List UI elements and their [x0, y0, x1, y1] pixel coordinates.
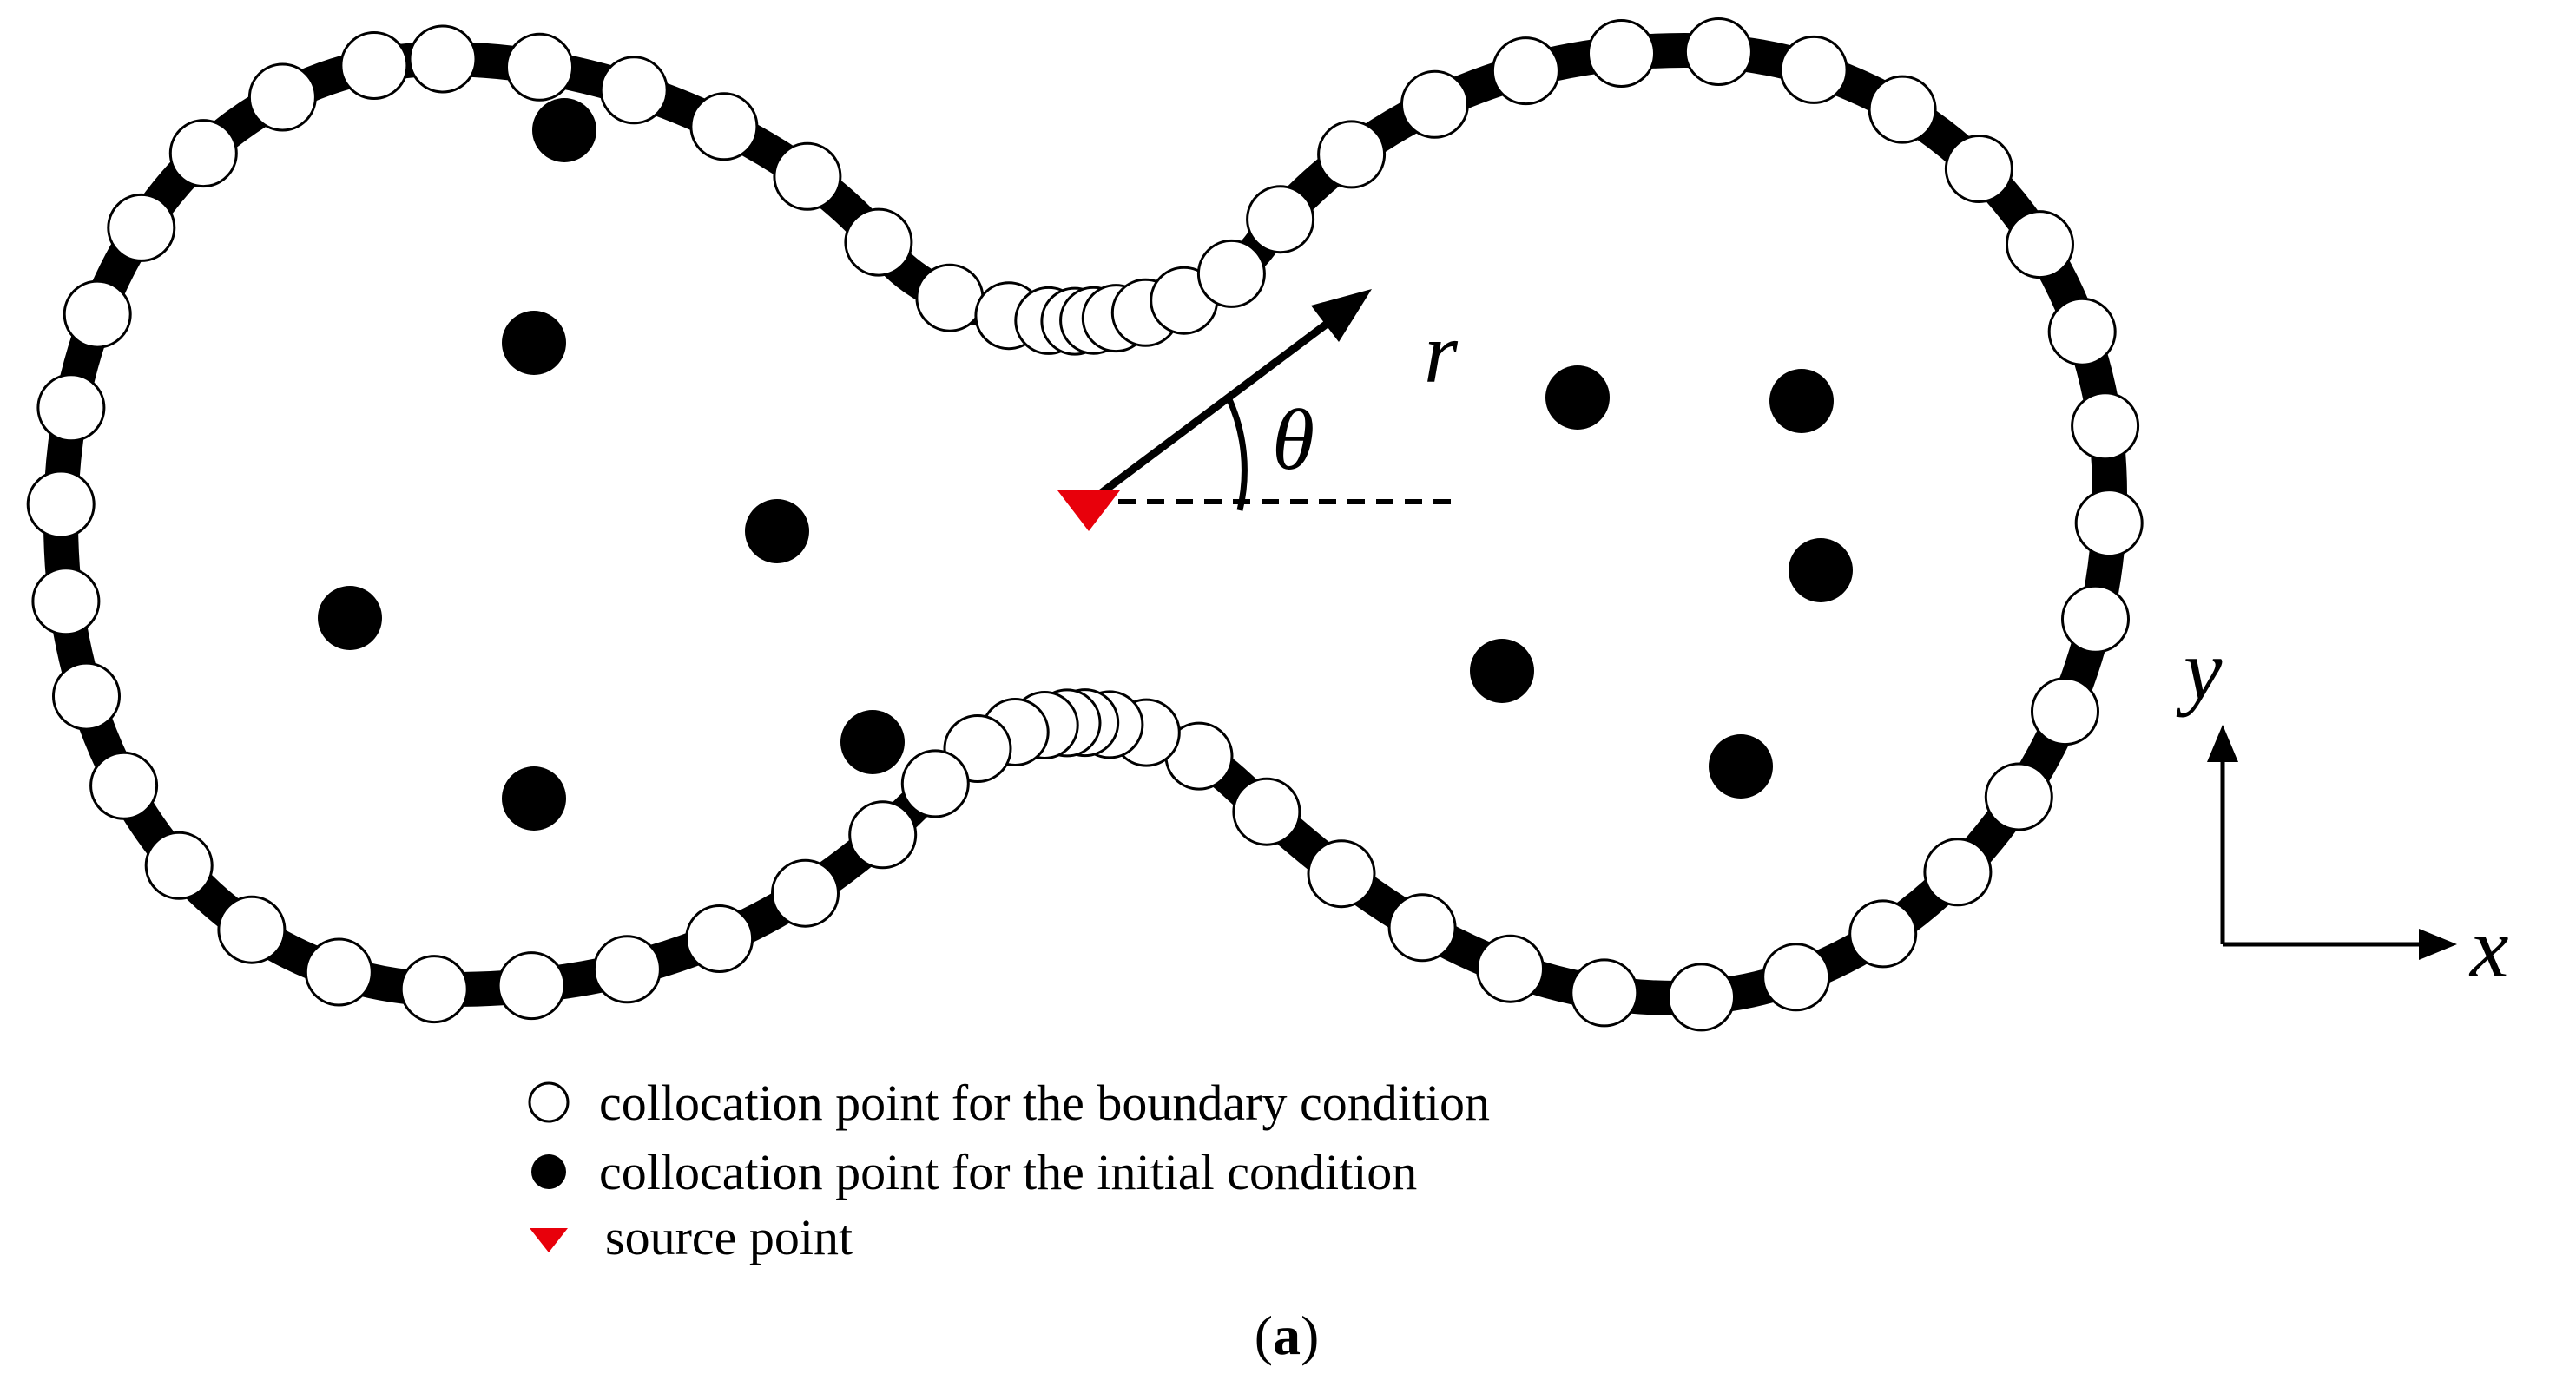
boundary-point	[1762, 943, 1831, 1012]
boundary-point	[2071, 391, 2140, 461]
boundary-point	[2047, 297, 2117, 366]
boundary-point	[1317, 120, 1387, 189]
legend-filled-circle-marker	[531, 1154, 566, 1189]
boundary-point	[1232, 777, 1301, 846]
boundary-point	[52, 661, 121, 731]
y-axis-arrowhead	[2207, 725, 2238, 762]
radius-arrowhead	[1311, 289, 1372, 342]
boundary-point	[31, 567, 101, 636]
boundary-point	[26, 470, 96, 539]
boundary-point	[1683, 17, 1753, 86]
boundary-point	[63, 279, 132, 349]
initial-point	[745, 499, 809, 563]
boundary-point	[217, 895, 287, 964]
boundary-point	[1246, 185, 1315, 254]
source-point-marker	[1057, 490, 1120, 531]
boundary-point	[1923, 838, 1993, 907]
boundary-point	[89, 751, 159, 820]
boundary-point	[144, 831, 214, 900]
initial-point	[502, 311, 566, 375]
boundary-point	[1944, 135, 2013, 203]
boundary-point	[1387, 893, 1457, 963]
initial-point	[840, 710, 905, 774]
boundary-point	[399, 955, 469, 1024]
legend: collocation point for the boundary condi…	[528, 1075, 1490, 1265]
boundary-point	[848, 800, 918, 870]
caption-close-paren: )	[1301, 1305, 1319, 1366]
legend-open-circle-marker	[528, 1081, 570, 1123]
boundary-point	[592, 935, 662, 1004]
boundary-point	[1868, 75, 1937, 144]
boundary-point	[1400, 69, 1469, 139]
boundary-point	[2061, 584, 2130, 654]
initial-point	[1789, 538, 1853, 602]
boundary-point	[773, 141, 842, 211]
boundary-point	[771, 858, 840, 928]
initial-point	[1545, 365, 1610, 430]
boundary-point	[2006, 210, 2074, 279]
boundary-point	[1476, 934, 1545, 1003]
initial-point	[318, 586, 382, 650]
initial-point	[1769, 369, 1834, 433]
caption-letter: a	[1273, 1305, 1301, 1366]
legend-label-initial: collocation point for the initial condit…	[599, 1144, 1417, 1200]
boundary-point	[844, 207, 913, 277]
legend-item-source: source point	[530, 1209, 853, 1265]
initial-points	[318, 98, 1853, 831]
boundary-point	[599, 56, 669, 125]
theta-arc	[1225, 396, 1248, 511]
boundary-point	[107, 193, 176, 262]
boundary-point	[1570, 958, 1639, 1028]
legend-label-boundary: collocation point for the boundary condi…	[599, 1075, 1490, 1131]
initial-point	[532, 98, 596, 162]
label-theta: θ	[1272, 391, 1314, 488]
initial-point	[1709, 734, 1773, 799]
boundary-points	[26, 17, 2144, 1032]
legend-triangle-marker	[530, 1228, 568, 1252]
legend-label-source: source point	[605, 1209, 853, 1265]
boundary-point	[1848, 899, 1918, 969]
x-axis-arrowhead	[2419, 929, 2457, 960]
boundary-point	[900, 749, 970, 818]
legend-item-boundary: collocation point for the boundary condi…	[528, 1075, 1490, 1131]
legend-item-initial: collocation point for the initial condit…	[531, 1144, 1417, 1200]
caption-open-paren: (	[1255, 1305, 1273, 1366]
boundary-point	[689, 92, 759, 161]
boundary-point	[1667, 963, 1736, 1032]
polar-annotation: r θ	[1057, 289, 1459, 531]
boundary-point	[36, 373, 106, 443]
radius-arrow-line	[1087, 316, 1335, 505]
boundary-point	[1587, 19, 1656, 88]
boundary-point	[408, 24, 478, 94]
figure-caption: (a)	[1255, 1305, 1320, 1366]
label-x: x	[2468, 899, 2508, 996]
boundary-point	[1196, 239, 1266, 308]
initial-point	[502, 766, 566, 831]
boundary-point	[2031, 677, 2099, 746]
boundary-point	[497, 951, 566, 1021]
boundary-point	[685, 904, 754, 973]
label-y: y	[2176, 621, 2223, 718]
boundary-point	[1779, 35, 1848, 104]
initial-point	[1470, 639, 1534, 703]
boundary-point	[304, 937, 373, 1007]
axes-indicator: y x	[2176, 621, 2508, 996]
boundary-point	[1307, 839, 1376, 909]
boundary-point	[505, 32, 574, 102]
boundary-point	[168, 119, 238, 188]
boundary-point	[915, 263, 985, 332]
boundary-point	[1984, 762, 2053, 831]
boundary-point	[247, 62, 317, 132]
boundary-point	[2074, 489, 2144, 558]
boundary-point	[339, 31, 409, 100]
boundary-point	[1491, 36, 1560, 106]
label-r: r	[1424, 305, 1459, 401]
